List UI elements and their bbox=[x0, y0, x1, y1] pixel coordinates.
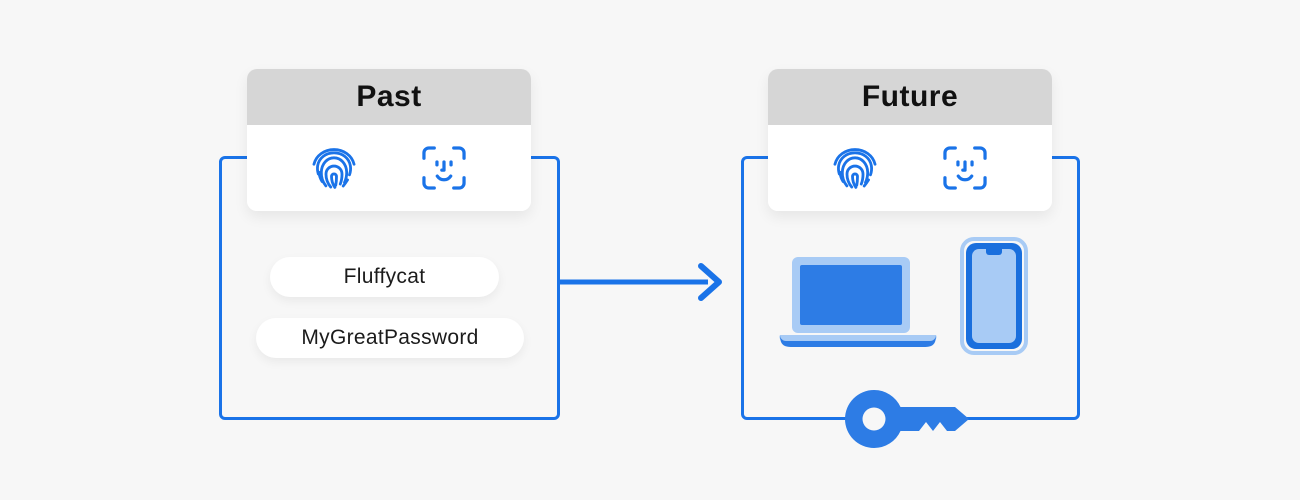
past-card-header: Past bbox=[247, 69, 531, 125]
password-pill: Fluffycat bbox=[270, 257, 499, 297]
face-id-icon bbox=[422, 146, 466, 190]
right-arrow-icon bbox=[558, 263, 722, 301]
future-card-title: Future bbox=[861, 80, 959, 113]
past-card-title: Past bbox=[356, 80, 422, 113]
past-biometrics-row bbox=[247, 125, 531, 211]
password-pill: MyGreatPassword bbox=[256, 318, 524, 358]
fingerprint-icon bbox=[312, 148, 356, 189]
phone-icon bbox=[960, 237, 1028, 355]
security-key-icon bbox=[845, 390, 969, 448]
future-card-header: Future bbox=[768, 69, 1052, 125]
future-card: Future bbox=[768, 69, 1052, 211]
future-biometrics-row bbox=[768, 125, 1052, 211]
fingerprint-icon bbox=[833, 148, 877, 189]
face-id-icon bbox=[943, 146, 987, 190]
laptop-icon bbox=[779, 257, 937, 347]
past-card: Past bbox=[247, 69, 531, 211]
